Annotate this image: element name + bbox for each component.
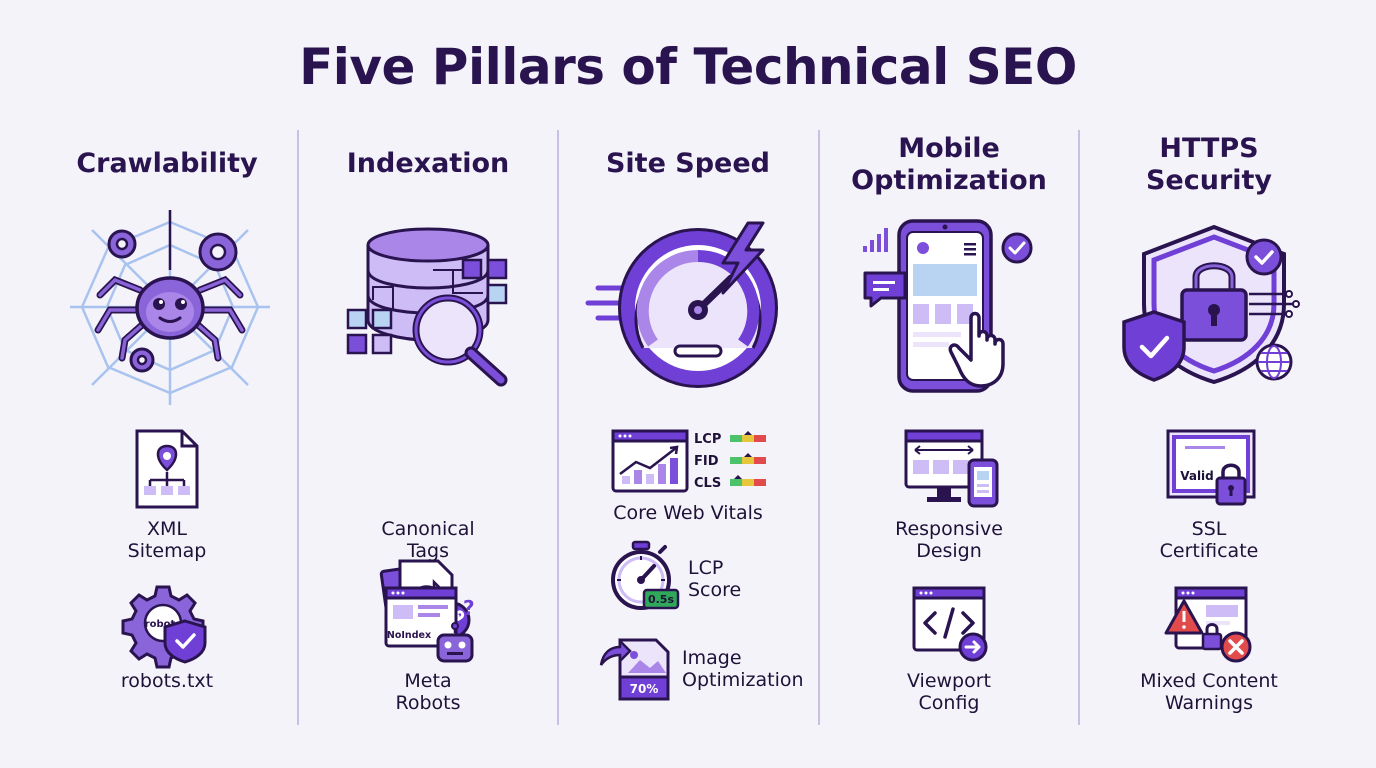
item-label-line: Canonical	[381, 518, 475, 540]
item-label-line: Tags	[406, 540, 450, 562]
metric-fid: FID	[694, 454, 719, 469]
pillar-title-line: Optimization	[851, 165, 1047, 196]
item-label-line: XML	[147, 518, 187, 540]
item-label-line: Optimization	[682, 669, 804, 691]
meta-robots-icon: NoIndex ?	[383, 585, 478, 667]
valid-badge: Valid	[1180, 469, 1214, 483]
item-label-line: Warnings	[1164, 692, 1253, 714]
metric-cls: CLS	[694, 476, 721, 491]
pillar-title-line: Security	[1145, 165, 1273, 196]
item-label: Core Web Vitals	[558, 502, 818, 524]
item-label-line: Sitemap	[127, 540, 207, 562]
pillar-title: Indexation	[298, 148, 558, 180]
stopwatch-icon: 0.5s	[610, 540, 682, 612]
column-divider	[1078, 130, 1080, 725]
shield-lock-icon	[1119, 222, 1304, 387]
xml-sitemap-icon	[134, 428, 200, 510]
pillar-https-security: HTTPS Security	[1079, 130, 1339, 730]
pillar-title: Site Speed	[558, 148, 818, 180]
pillar-crawlability: Crawlability	[37, 130, 297, 730]
pillar-title-line: Indexation	[346, 148, 510, 179]
item-label-line: Mixed Content	[1140, 670, 1278, 692]
noindex-badge-text: NoIndex	[387, 630, 431, 641]
svg-text:?: ?	[463, 596, 475, 620]
robots-gear-icon: robots	[121, 585, 211, 669]
viewport-code-icon	[911, 585, 991, 663]
item-label: Responsive Design	[819, 518, 1079, 562]
pillar-title: Crawlability	[37, 148, 297, 180]
item-label-line: Meta	[404, 670, 452, 692]
item-label-line: LCP	[688, 557, 724, 579]
item-label-line: Robots	[395, 692, 461, 714]
item-label-line: Viewport	[906, 670, 992, 692]
ssl-certificate-icon: Valid	[1165, 428, 1257, 510]
responsive-design-icon	[903, 428, 999, 508]
pillar-title: Mobile Optimization	[819, 133, 1079, 197]
item-label-line: Certificate	[1159, 540, 1259, 562]
database-search-icon	[343, 225, 513, 390]
pillar-title-line: Mobile	[898, 133, 1000, 164]
smartphone-touch-icon	[859, 218, 1039, 398]
item-label-line: Responsive	[895, 518, 1003, 540]
speedometer-icon	[583, 218, 783, 388]
item-label: Meta Robots	[298, 670, 558, 714]
item-label-line: Image	[682, 647, 742, 669]
image-optimization-icon: 70%	[598, 635, 676, 703]
item-label-line: Score	[688, 579, 742, 601]
pillar-title-line: Crawlability	[76, 148, 258, 179]
item-label-line: Config	[918, 692, 980, 714]
mixed-content-warning-icon	[1164, 585, 1259, 665]
item-label: Image Optimization	[682, 647, 804, 691]
lcp-score-badge: 0.5s	[648, 593, 674, 606]
page-title: Five Pillars of Technical SEO	[299, 38, 1077, 96]
column-divider	[818, 130, 820, 725]
item-label-line: SSL	[1191, 518, 1227, 540]
item-label: XML Sitemap	[37, 518, 297, 562]
pillar-indexation: Indexation	[298, 130, 558, 730]
pillar-mobile-optimization: Mobile Optimization	[819, 130, 1079, 730]
item-label: Canonical Tags	[298, 518, 558, 562]
item-label: Viewport Config	[819, 670, 1079, 714]
column-divider	[297, 130, 299, 725]
spider-web-icon	[70, 210, 270, 405]
column-divider	[557, 130, 559, 725]
item-label: Mixed Content Warnings	[1079, 670, 1339, 714]
item-label: SSL Certificate	[1079, 518, 1339, 562]
item-label-line: Core Web Vitals	[613, 502, 763, 524]
item-label-line: robots.txt	[120, 670, 214, 692]
compression-badge: 70%	[630, 682, 659, 696]
metric-lcp: LCP	[694, 432, 721, 447]
robots-badge-text: robots	[145, 619, 182, 630]
pillar-title-line: HTTPS	[1159, 133, 1259, 164]
item-label: LCP Score	[688, 557, 741, 601]
item-label: robots.txt	[37, 670, 297, 692]
pillar-title-line: Site Speed	[605, 148, 771, 179]
pillar-site-speed: Site Speed	[558, 130, 818, 730]
item-label-line: Design	[916, 540, 982, 562]
pillar-title: HTTPS Security	[1079, 133, 1339, 197]
core-web-vitals-icon: LCP FID CLS	[610, 428, 770, 496]
